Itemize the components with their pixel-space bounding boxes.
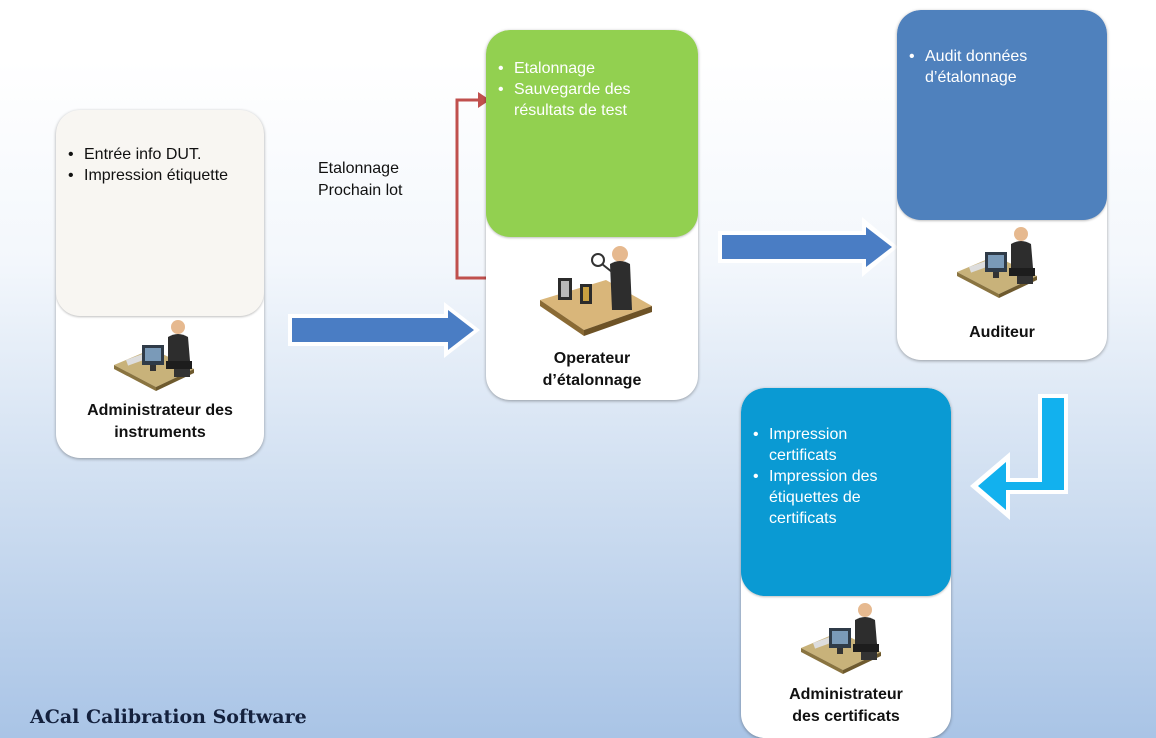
admin-instruments-task-box: Entrée info DUT. Impression étiquette <box>56 110 264 316</box>
auditor-label: Auditeur <box>897 322 1107 344</box>
task-item: Etalonnage <box>492 58 682 79</box>
admin-certificates-tasks: Impression certificats Impression des ét… <box>747 424 912 529</box>
admin-certificates-label: Administrateur des certificats <box>741 684 951 728</box>
inspector-conveyor-icon <box>540 246 652 336</box>
card-auditor: Audit données d’étalonnage Auditeur <box>897 10 1107 360</box>
task-item: Audit données d’étalonnage <box>903 46 1093 88</box>
computer-worker-icon <box>957 227 1037 298</box>
auditor-tasks: Audit données d’étalonnage <box>903 46 1093 88</box>
label-line: des certificats <box>792 708 900 725</box>
computer-worker-icon <box>801 603 881 674</box>
footer-title: ACal Calibration Software <box>30 706 307 728</box>
card-admin-instruments: Entrée info DUT. Impression étiquette Ad… <box>56 110 264 458</box>
operator-task-box: Etalonnage Sauvegarde des résultats de t… <box>486 30 698 237</box>
card-admin-certificates: Impression certificats Impression des ét… <box>741 388 951 738</box>
admin-instruments-label: Administrateur des instruments <box>56 400 264 444</box>
task-item: Impression des étiquettes de certificats <box>747 466 912 529</box>
label-line: Administrateur <box>789 686 903 703</box>
label-line: instruments <box>114 424 206 441</box>
operator-label: Operateur d’étalonnage <box>486 348 698 392</box>
label-line: Operateur <box>553 350 631 367</box>
label-line: Administrateur des <box>87 402 233 419</box>
label-line: d’étalonnage <box>542 372 642 389</box>
loop-label: Etalonnage Prochain lot <box>318 158 403 202</box>
admin-certificates-task-box: Impression certificats Impression des ét… <box>741 388 951 596</box>
label-line: Auditeur <box>969 324 1035 341</box>
flow-arrow-3 <box>970 394 1068 520</box>
flow-arrow-2 <box>718 217 898 277</box>
task-item: Impression certificats <box>747 424 912 466</box>
task-item: Entrée info DUT. <box>62 144 252 165</box>
loop-label-line: Prochain lot <box>318 182 403 199</box>
card-operator: Etalonnage Sauvegarde des résultats de t… <box>486 30 698 400</box>
flow-arrow-1 <box>288 302 480 358</box>
task-item: Sauvegarde des résultats de test <box>492 79 682 121</box>
loop-arrow <box>455 92 490 280</box>
task-item: Impression étiquette <box>62 165 252 186</box>
admin-instruments-tasks: Entrée info DUT. Impression étiquette <box>62 144 252 186</box>
computer-worker-icon <box>114 320 194 391</box>
operator-tasks: Etalonnage Sauvegarde des résultats de t… <box>492 58 682 121</box>
auditor-task-box: Audit données d’étalonnage <box>897 10 1107 220</box>
loop-label-line: Etalonnage <box>318 160 399 177</box>
